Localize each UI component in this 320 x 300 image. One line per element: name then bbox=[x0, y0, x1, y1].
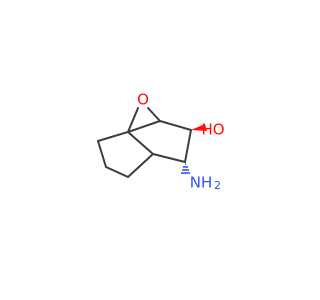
bond-c3-c4 bbox=[105, 166, 129, 178]
bond-c5-c6 bbox=[152, 153, 186, 163]
bond-c8-c1 bbox=[127, 120, 161, 133]
hydroxyl-label: HO bbox=[201, 121, 224, 139]
structure-canvas: O HO NH 2 bbox=[97, 91, 225, 192]
bond-c1-c5 bbox=[127, 131, 154, 155]
amine-subscript-label: 2 bbox=[214, 179, 221, 192]
bond-c6-c7 bbox=[184, 129, 192, 163]
bond-c2-c3 bbox=[97, 140, 107, 168]
molecule-diagram: O HO NH 2 bbox=[97, 91, 225, 192]
hydroxyl-wedge-bond bbox=[191, 124, 207, 131]
ring-bonds bbox=[97, 120, 192, 178]
bond-c1-c2 bbox=[97, 131, 129, 142]
oxygen-bridge-label: O bbox=[137, 91, 149, 109]
amine-hash-bond bbox=[181, 163, 190, 174]
bond-o-c1 bbox=[127, 107, 139, 133]
bond-c7-c8 bbox=[159, 120, 192, 131]
bond-o-c8 bbox=[147, 107, 161, 122]
oxygen-bridge-bonds bbox=[127, 107, 161, 133]
bond-c4-c5 bbox=[127, 153, 154, 178]
amine-label: NH bbox=[190, 174, 213, 192]
